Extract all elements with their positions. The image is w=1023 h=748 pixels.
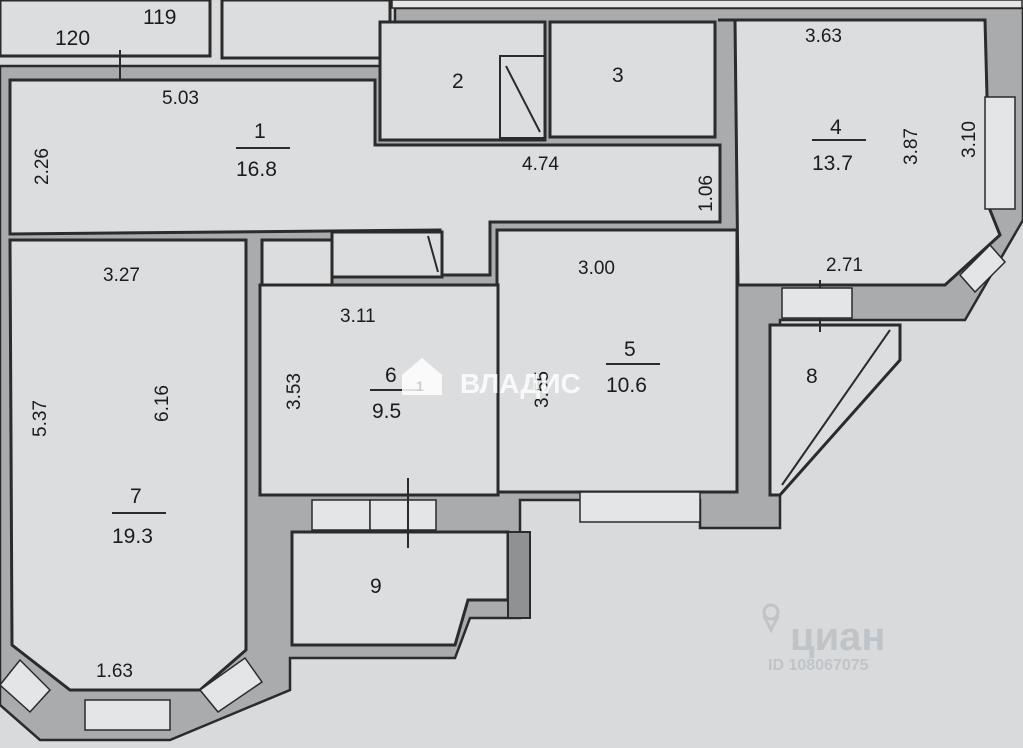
room-2-bathroom — [378, 20, 547, 142]
room-7-number: 7 — [130, 485, 142, 508]
neighbor-unit-119: 119 — [143, 6, 176, 29]
room-4-dim-window: 3.10 — [959, 121, 980, 158]
window — [311, 499, 371, 531]
room-5-area: 10.6 — [606, 374, 647, 397]
room-3-wc — [548, 20, 717, 139]
watermarks: 1 ВЛАДИС циан ID 108067075 — [402, 358, 886, 674]
room-4-dim-side: 3.87 — [901, 128, 922, 165]
window — [84, 699, 171, 731]
room-7-dim-top: 3.27 — [103, 265, 140, 286]
room-1-area: 16.8 — [236, 158, 277, 181]
room-6-dim-top: 3.11 — [340, 306, 376, 327]
closet — [260, 238, 334, 287]
room-6-number: 6 — [385, 364, 397, 387]
room-5-bedroom — [495, 228, 739, 494]
room-7-dim-bottom: 1.63 — [96, 661, 133, 682]
room-5-dim-side: 3.55 — [532, 371, 553, 408]
window — [984, 96, 1016, 210]
bathtub — [499, 55, 546, 139]
door-opening — [369, 499, 437, 531]
room-1-dim-side: 2.26 — [32, 148, 53, 185]
balcony-wall — [507, 531, 531, 619]
room-4-bedroom — [718, 18, 1002, 287]
room-4-area: 13.7 — [812, 152, 853, 175]
room-7-dim-inner: 6.16 — [152, 385, 173, 422]
room-4-number: 4 — [830, 116, 842, 139]
storage-niche — [330, 230, 444, 279]
bathtub-line — [505, 65, 541, 133]
top-edge — [391, 0, 1023, 9]
room-3-number: 3 — [612, 64, 624, 87]
window — [579, 491, 701, 523]
niche-line — [427, 235, 439, 273]
room-6-dim-side: 3.53 — [284, 373, 305, 410]
window — [0, 658, 52, 714]
room-1-number: 1 — [254, 120, 266, 143]
window — [958, 243, 1007, 294]
room-1-dim-right: 1.06 — [696, 175, 717, 212]
room-7-dim-left: 5.37 — [30, 400, 51, 437]
room-5-number: 5 — [624, 338, 636, 361]
cian-listing-id: ID 108067075 — [768, 657, 869, 674]
vladis-watermark: ВЛАДИС — [460, 368, 581, 399]
balcony-glazing — [781, 329, 891, 486]
room-7-area: 19.3 — [112, 525, 153, 548]
room-1-dim-mid: 4.74 — [522, 154, 559, 175]
neighbor-cell-120 — [0, 0, 212, 58]
room-1-hallway — [8, 78, 722, 277]
cian-watermark: циан — [790, 615, 886, 659]
room-6-area: 9.5 — [372, 400, 401, 423]
room-2-number: 2 — [452, 70, 464, 93]
neighbor-unit-120: 120 — [55, 27, 90, 50]
room-7-living-room — [8, 238, 248, 692]
neighbor-cell-119 — [220, 0, 392, 60]
labels: 120 119 5.03 2.26 4.74 1.06 1 16.8 2 3 3… — [30, 6, 980, 682]
svg-text:1: 1 — [416, 378, 424, 394]
window — [198, 656, 264, 714]
room-9-balcony — [290, 530, 510, 647]
vladis-logo-icon: 1 — [402, 358, 442, 395]
room-8-number: 8 — [806, 365, 818, 388]
door-opening — [781, 287, 853, 319]
room-4-dim-top: 3.63 — [805, 26, 842, 47]
room-4-dim-bottom: 2.71 — [826, 255, 863, 276]
cian-pin-icon — [762, 603, 780, 634]
room-5-dim-top: 3.00 — [578, 258, 615, 279]
neighbor-block — [0, 0, 1023, 85]
room-9-number: 9 — [370, 575, 382, 598]
room-1-dim-top: 5.03 — [162, 88, 199, 109]
